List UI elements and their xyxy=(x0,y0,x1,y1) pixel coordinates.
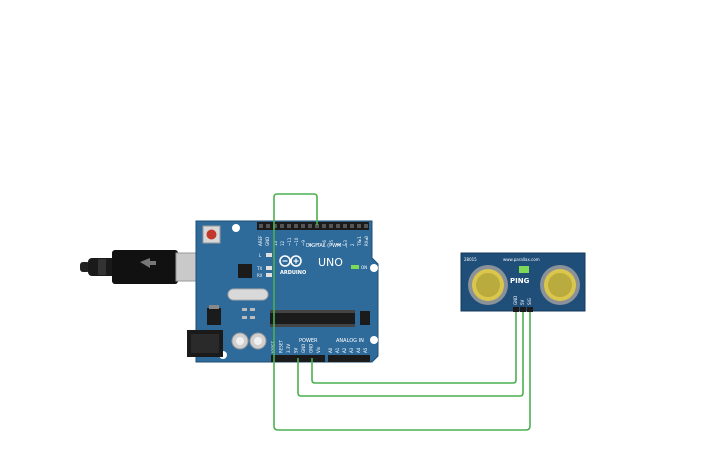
brand-label: ARDUINO xyxy=(280,270,306,276)
led-l xyxy=(266,253,272,257)
digital-pin-label: RX◂0 xyxy=(364,235,369,246)
sensor-pin-label: GND xyxy=(513,296,518,305)
usb-chip xyxy=(238,264,252,278)
voltage-regulator xyxy=(207,308,221,325)
sensor-pin-gnd[interactable] xyxy=(513,307,519,312)
sensor-pin-label: 5V xyxy=(520,299,525,305)
digital-header[interactable] xyxy=(257,222,369,230)
arduino-logo-icon xyxy=(279,255,302,267)
reset-button[interactable] xyxy=(202,225,221,244)
wire-gnd[interactable] xyxy=(311,310,517,384)
wire-sig-pin7[interactable] xyxy=(273,193,531,431)
digital-pin-label: 12 xyxy=(280,240,285,246)
digital-pin-label: 2 xyxy=(350,243,355,246)
led-rx-label: RX xyxy=(257,273,263,278)
led-tx xyxy=(266,266,272,270)
digital-pin-label: 4 xyxy=(336,243,341,246)
board-name-label: UNO xyxy=(318,256,343,269)
analog-pin-label: A3 xyxy=(349,347,354,353)
analog-pin-label: A4 xyxy=(356,347,361,353)
power-label: POWER xyxy=(299,338,318,344)
sensor-web-label: www.parallax.com xyxy=(503,257,540,262)
atmega-chip xyxy=(270,310,355,327)
digital-pin-label: ~5 xyxy=(329,240,334,246)
usb-cable[interactable] xyxy=(80,250,201,284)
digital-pin-label: TX▸1 xyxy=(357,236,362,247)
sensor-name-label: PING xyxy=(510,277,530,285)
led-tx-label: TX xyxy=(256,266,262,271)
transducer-left xyxy=(468,265,508,305)
digital-pin-label: ~10 xyxy=(294,237,299,246)
power-pin-label: Vin xyxy=(316,346,321,353)
digital-pin-label: ~9 xyxy=(301,240,306,246)
analog-label: ANALOG IN xyxy=(336,338,364,344)
analog-pin-label: A1 xyxy=(335,347,340,353)
digital-pin-label: 13 xyxy=(273,240,278,246)
wires[interactable] xyxy=(273,193,531,431)
aref-label: AREF xyxy=(258,235,263,246)
sensor-pin-label: SIG xyxy=(527,298,532,305)
power-pin-label: RESET xyxy=(279,340,284,353)
led-on xyxy=(351,265,359,269)
power-pin-label: 3.3V xyxy=(286,344,291,353)
sensor-pin-sig[interactable] xyxy=(527,307,533,312)
led-rx xyxy=(266,273,272,277)
digital-pin-label: 7 xyxy=(315,243,320,246)
analog-header[interactable] xyxy=(328,355,370,362)
digital-pin-label: ~3 xyxy=(343,240,348,246)
sensor-led xyxy=(519,266,529,273)
gnd-label: GND xyxy=(265,237,270,246)
transducer-right xyxy=(540,265,580,305)
wire-5v[interactable] xyxy=(297,310,524,397)
digital-header-label: DIGITAL (PWM~) xyxy=(306,243,348,249)
crystal xyxy=(227,288,269,301)
analog-pin-label: A5 xyxy=(363,347,368,353)
digital-pin-label: 8 xyxy=(308,243,313,246)
icsp-header[interactable] xyxy=(360,311,370,325)
power-pin-label: GND xyxy=(309,344,314,353)
analog-pin-label: A0 xyxy=(328,347,333,353)
digital-pin-label: ~11 xyxy=(287,237,292,246)
power-jack[interactable] xyxy=(187,330,223,357)
analog-pin-label: A2 xyxy=(342,347,347,353)
led-on-label: ON xyxy=(361,265,367,270)
power-pin-label: GND xyxy=(301,344,306,353)
sensor-id-label: 28015 xyxy=(464,257,477,262)
digital-pin-label: ~6 xyxy=(322,240,327,246)
sensor-pin-5v[interactable] xyxy=(520,307,526,312)
led-l-label: L xyxy=(259,253,262,258)
power-pin-label: 5V xyxy=(294,347,299,353)
